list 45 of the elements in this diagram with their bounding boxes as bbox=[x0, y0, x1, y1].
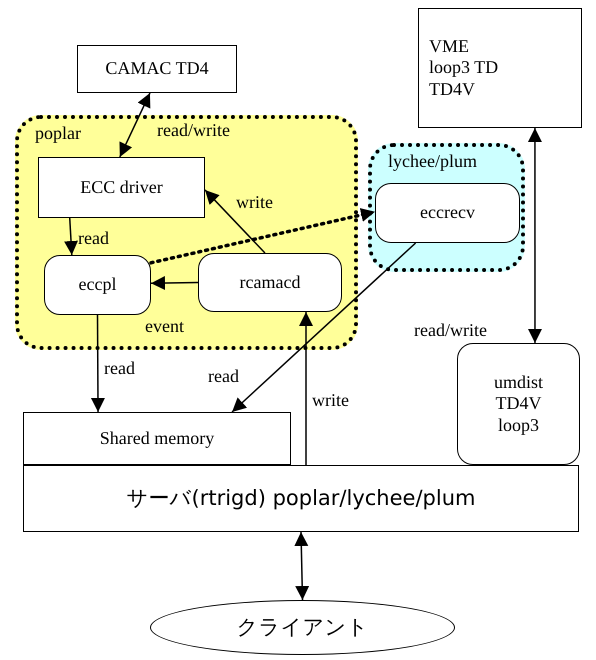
node-label: CAMAC TD4 bbox=[105, 58, 209, 80]
group-region bbox=[15, 115, 358, 350]
process-box bbox=[418, 8, 582, 128]
edge-label: event bbox=[145, 316, 184, 337]
edge-label: read bbox=[104, 358, 135, 379]
node-label: TD4V bbox=[429, 78, 475, 100]
server-box bbox=[23, 465, 579, 532]
node-label: Shared memory bbox=[100, 428, 214, 450]
process-box bbox=[198, 253, 342, 312]
edge-label: read/write bbox=[157, 120, 230, 141]
arrow bbox=[299, 312, 313, 465]
arrow bbox=[149, 208, 377, 265]
process-box bbox=[375, 183, 520, 243]
arrow bbox=[90, 315, 105, 412]
arrow bbox=[232, 242, 416, 413]
arrow bbox=[150, 276, 198, 290]
node-label: ECC driver bbox=[80, 176, 163, 198]
arrow bbox=[119, 92, 151, 158]
node-label: loop3 TD bbox=[429, 57, 498, 79]
edge-label: read bbox=[78, 228, 109, 249]
memory-box bbox=[23, 412, 291, 465]
edge-label: write bbox=[236, 192, 273, 213]
edge-label: write bbox=[312, 390, 349, 411]
node-label: TD4V bbox=[496, 393, 542, 415]
group-region bbox=[368, 143, 525, 272]
group-label: poplar bbox=[35, 123, 81, 145]
arrow bbox=[528, 128, 542, 343]
edge-label: read bbox=[208, 366, 239, 387]
arrow bbox=[204, 189, 266, 254]
process-box bbox=[38, 157, 205, 218]
node-label: loop3 bbox=[498, 414, 539, 436]
node-label: umdist bbox=[494, 372, 543, 394]
arrow bbox=[294, 532, 310, 600]
node-label: VME bbox=[429, 36, 469, 58]
node-label: eccrecv bbox=[420, 202, 475, 224]
node-label: サーバ(rtrigd) poplar/lychee/plum bbox=[126, 486, 476, 512]
node-label: rcamacd bbox=[240, 272, 300, 294]
edge-label: read/write bbox=[414, 320, 487, 341]
process-box bbox=[77, 45, 237, 93]
group-label: lychee/plum bbox=[388, 151, 477, 173]
process-box bbox=[457, 343, 580, 465]
node-label: クライアント bbox=[236, 614, 368, 640]
process-box bbox=[44, 255, 151, 315]
arrow bbox=[64, 218, 78, 256]
node-label: eccpl bbox=[78, 274, 116, 296]
